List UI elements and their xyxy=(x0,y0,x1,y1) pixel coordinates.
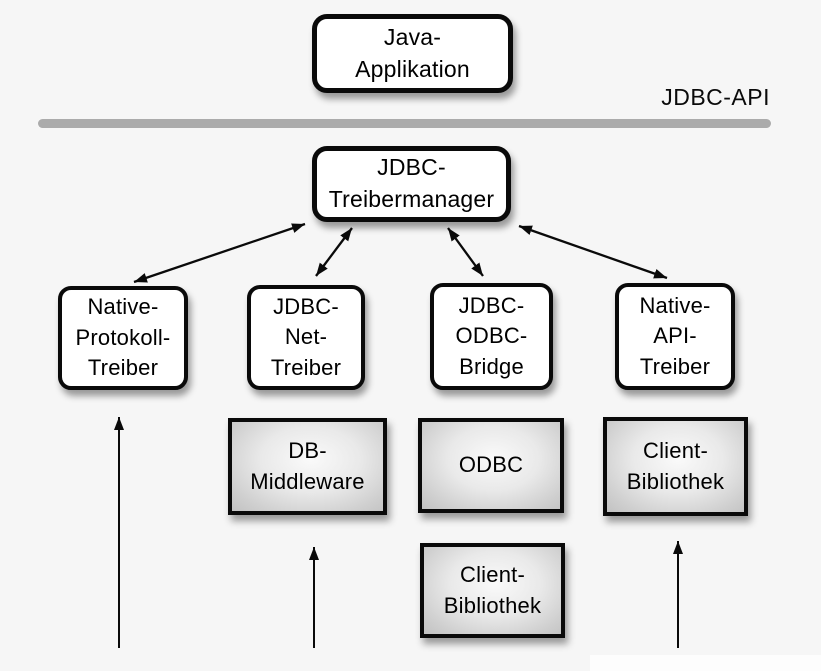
node-client-bibliothek-odbc: Client- Bibliothek xyxy=(420,543,565,638)
edge-treibermanager-net-treiber xyxy=(315,227,353,277)
node-odbc: ODBC xyxy=(418,418,564,513)
node-java-application: Java- Applikation xyxy=(312,14,513,93)
edge-treibermanager-native-api xyxy=(518,224,668,280)
edge-treibermanager-odbc-bridge xyxy=(447,227,484,277)
node-client-bibliothek-native: Client- Bibliothek xyxy=(603,417,748,516)
jdbc-api-divider-line xyxy=(38,119,771,128)
edge-treibermanager-native-protokoll xyxy=(133,222,306,284)
node-jdbc-net-treiber: JDBC- Net- Treiber xyxy=(247,285,365,390)
node-native-protokoll-treiber: Native- Protokoll- Treiber xyxy=(58,286,188,390)
node-db-middleware: DB- Middleware xyxy=(228,418,387,515)
node-jdbc-treibermanager: JDBC- Treibermanager xyxy=(312,146,511,222)
jdbc-api-label: JDBC-API xyxy=(661,84,770,110)
bottom-right-artifact xyxy=(590,655,821,671)
node-jdbc-odbc-bridge: JDBC- ODBC- Bridge xyxy=(430,283,553,390)
node-native-api-treiber: Native- API- Treiber xyxy=(615,283,735,390)
